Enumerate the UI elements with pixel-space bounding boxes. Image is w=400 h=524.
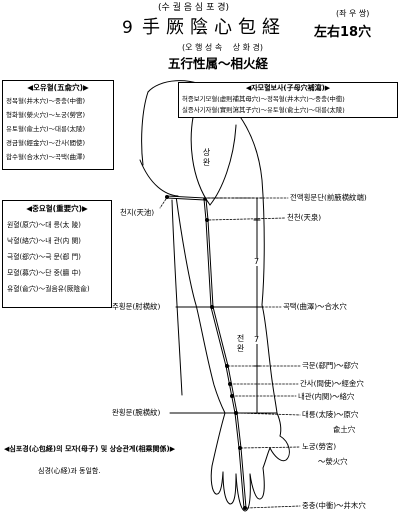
label-tianchi: 천지(天池) — [120, 208, 155, 217]
acupoint-quze — [210, 305, 214, 309]
point-count-korean: (좌 우 쌍) — [336, 9, 370, 18]
label-neiguan: 내관(内関)～絡穴 — [298, 392, 355, 401]
chest-outline — [141, 91, 149, 166]
palm-left-outline — [211, 412, 226, 467]
relation-title: ◀심포경(心包経)의 모자(母子) 및 상승관계(相乘関係)▶ — [4, 445, 176, 453]
neck-shoulder-outline — [147, 80, 265, 306]
element-korean: (오 행 성 속 상 화 경) — [182, 43, 264, 52]
five-shu-item: 유토혈(兪土穴)～대릉(太陵) — [6, 125, 86, 133]
important-point-item: 모혈(募穴)～단 중(膻 中) — [7, 269, 81, 277]
leader-tianchi — [159, 198, 167, 209]
deltoid-outline — [190, 103, 237, 206]
important-point-item: 극혈(郄穴)～극 문(郄 門) — [7, 253, 81, 261]
mother-child-title: ◀자모혈보사(子母穴補瀉)▶ — [245, 84, 331, 92]
pectoral-outline — [139, 159, 179, 197]
label-wrist-crease: 완횡문(腕横紋) — [112, 408, 161, 417]
index-finger-outline — [249, 467, 265, 500]
leader-daling — [236, 412, 301, 416]
label-ximen: 극문(郄門)～郄穴 — [302, 361, 359, 370]
torso-side-outline — [171, 199, 183, 396]
outer-forearm-outline — [261, 304, 278, 414]
label-elbow-crease: 주횡문(肘横紋) — [112, 302, 161, 311]
leader-tianquan — [208, 217, 286, 221]
acupoint-daling — [234, 411, 238, 415]
label-daling-extra: 兪土穴 — [333, 425, 356, 434]
five-shu-item: 정목혈(井木穴)～중충(中衝) — [6, 97, 86, 105]
five-shu-box: ◀오유혈(五兪穴)▶ 정목혈(井木穴)～중충(中衝) 형화혈(滎火穴)～노궁(勞… — [2, 80, 114, 170]
important-point-item: 유혈(兪穴)～궐음유(厥陰兪) — [7, 285, 90, 293]
meridian-korean-name: (수 궐 음 심 포 경) — [158, 3, 230, 13]
ring-finger-outline — [222, 471, 237, 505]
label-axillary-fold: 전액횡문단(前腋横紋端) — [290, 193, 367, 202]
measure-upper-arm: 7 — [253, 257, 261, 266]
page-title: 手厥陰心包経 — [142, 17, 286, 38]
label-laogong: 노궁(勞宮) — [302, 442, 337, 451]
label-quze: 곡택(曲澤)～合水穴 — [283, 302, 347, 311]
acupoint-zhongchong — [243, 506, 247, 510]
five-shu-item: 합수혈(合水穴)～곡택(曲澤) — [6, 153, 86, 161]
acupoint-neiguan — [230, 394, 234, 398]
inner-arm-outline — [175, 195, 226, 414]
label-zhongchong: 중충(中衝)～井木穴 — [302, 501, 366, 510]
label-laogong-extra: ～滎火穴 — [318, 457, 348, 466]
acupoint-tianquan — [205, 218, 209, 222]
mother-child-box: ◀자모혈보사(子母穴補瀉)▶ 허증보기모혈(虛則補其母穴)～정목혈(井木穴)～중… — [178, 82, 398, 118]
mother-child-item: 허증보기모혈(虛則補其母穴)～정목혈(井木穴)～중충(中衝) — [182, 95, 345, 103]
important-point-item: 낙혈(絡穴)～내 관(内 関) — [7, 237, 81, 245]
mother-child-item: 실증사기자혈(實則瀉其子穴)～유토혈(兪土穴)～대릉(太陵) — [182, 106, 345, 114]
important-point-item: 원혈(原穴)～대 릉(太 陵) — [7, 221, 81, 229]
little-finger-outline — [210, 465, 224, 495]
five-shu-item: 경금혈(經金穴)～간사(間使) — [6, 139, 86, 147]
label-daling: 대릉(太陵)～原穴 — [302, 410, 359, 419]
label-forearm: 전완 — [236, 334, 245, 354]
five-shu-title: ◀오유혈(五兪穴)▶ — [27, 83, 89, 92]
acupoint-ximen — [225, 364, 229, 368]
acupoint-axillary-fold — [203, 197, 207, 201]
important-points-title: ◀중요혈(重要穴)▶ — [26, 204, 88, 213]
thumb-outline — [269, 435, 290, 462]
five-shu-item: 형화혈(滎火穴)～노궁(勞宮) — [6, 111, 86, 119]
acupoint-laogong — [238, 446, 242, 450]
thumb-base-outline — [262, 447, 271, 469]
relation-note: 심경(心経)과 동일함. — [38, 467, 101, 475]
acupoint-tianchi — [165, 195, 169, 199]
point-count: 左右18穴 — [314, 25, 372, 40]
meridian-number: 9 — [122, 18, 133, 38]
label-tianquan: 천천(天泉) — [287, 213, 322, 222]
important-points-box: ◀중요혈(重要穴)▶ 원혈(原穴)～대 릉(太 陵) 낙혈(絡穴)～내 관(内 … — [2, 200, 112, 308]
leader-laogong — [240, 446, 301, 449]
palm-right-outline — [276, 412, 282, 437]
label-jianshi: 간사(間使)～經金穴 — [300, 379, 364, 388]
label-upper-arm: 상완 — [202, 148, 211, 168]
measure-forearm: 7 — [253, 335, 261, 344]
element-property: 五行性属～相火経 — [168, 56, 269, 71]
middle-finger-outline — [235, 473, 251, 512]
acupoint-jianshi — [228, 382, 232, 386]
meridian-line-inner — [166, 196, 246, 509]
leader-zhongchong — [246, 505, 301, 509]
